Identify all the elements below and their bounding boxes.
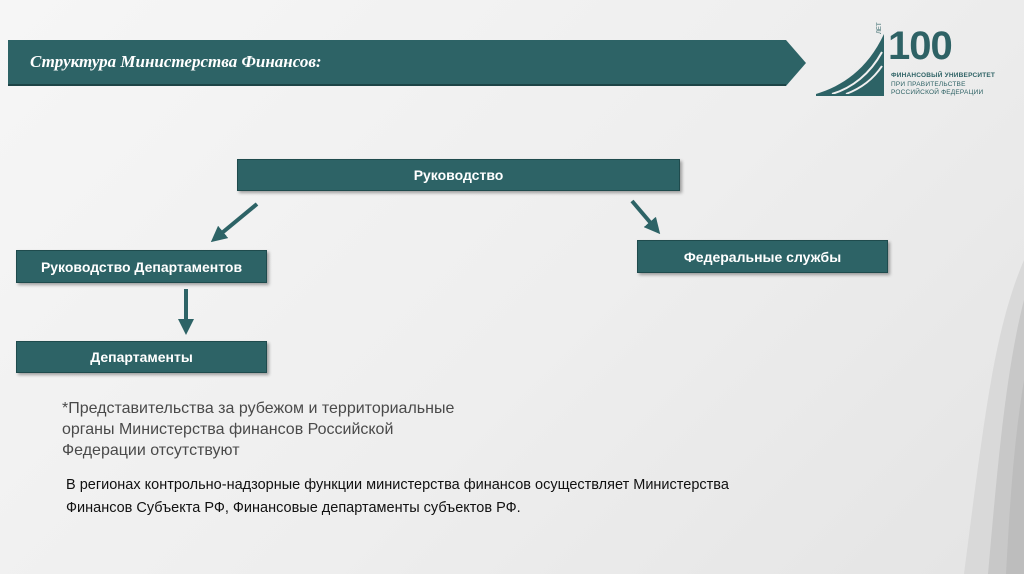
node-leadership: Руководство <box>237 159 680 191</box>
university-logo-icon <box>816 34 884 96</box>
node-departments: Департаменты <box>16 341 267 373</box>
footnote-line-2: органы Министерства финансов Российской <box>62 421 394 438</box>
regional-paragraph: В регионах контрольно-надзорные функции … <box>66 474 906 520</box>
logo-number: 100 <box>888 24 953 68</box>
node-federal-services: Федеральные службы <box>637 240 888 273</box>
slide-title: Структура Министерства Финансов: <box>30 52 322 71</box>
footnote: *Представительства за рубежом и территор… <box>62 398 562 461</box>
footnote-line-3: Федерации отсутствуют <box>62 442 240 459</box>
arrow-to-federal-services <box>630 199 661 235</box>
page-curl-decoration <box>964 260 1024 574</box>
title-banner: Структура Министерства Финансов: <box>8 40 808 86</box>
logo-line-3: РОССИЙСКОЙ ФЕДЕРАЦИИ <box>891 89 984 96</box>
node-department-heads: Руководство Департаментов <box>16 250 267 283</box>
logo-line-2: ПРИ ПРАВИТЕЛЬСТВЕ <box>891 81 966 88</box>
footnote-line-1: *Представительства за рубежом и территор… <box>62 400 455 417</box>
arrow-to-department-heads <box>210 202 259 243</box>
logo-line-1: ФИНАНСОВЫЙ УНИВЕРСИТЕТ <box>891 72 996 79</box>
regional-line-2: Финансов Субъекта РФ, Финансовые департа… <box>66 500 521 516</box>
regional-line-1: В регионах контрольно-надзорные функции … <box>66 477 729 493</box>
